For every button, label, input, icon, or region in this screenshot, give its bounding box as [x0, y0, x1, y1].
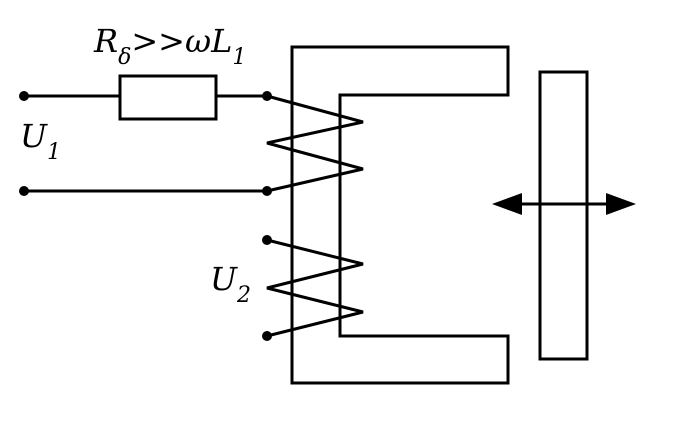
- secondary-winding: [266, 238, 364, 338]
- resistor-label: Rδ>>ωL1: [93, 22, 246, 70]
- primary-winding: [266, 94, 364, 193]
- input-circuit: [19, 74, 272, 196]
- armature: [538, 70, 589, 361]
- input-voltage-label: U1: [20, 117, 61, 165]
- arrow-head-right: [606, 193, 636, 215]
- secondary-circuit: [262, 235, 364, 341]
- magnetic-core: [290, 45, 510, 385]
- output-voltage-label: U2: [210, 260, 251, 308]
- arrow-head-left: [492, 193, 522, 215]
- resistor-symbol: [118, 74, 218, 121]
- double-arrow-icon: [492, 193, 636, 215]
